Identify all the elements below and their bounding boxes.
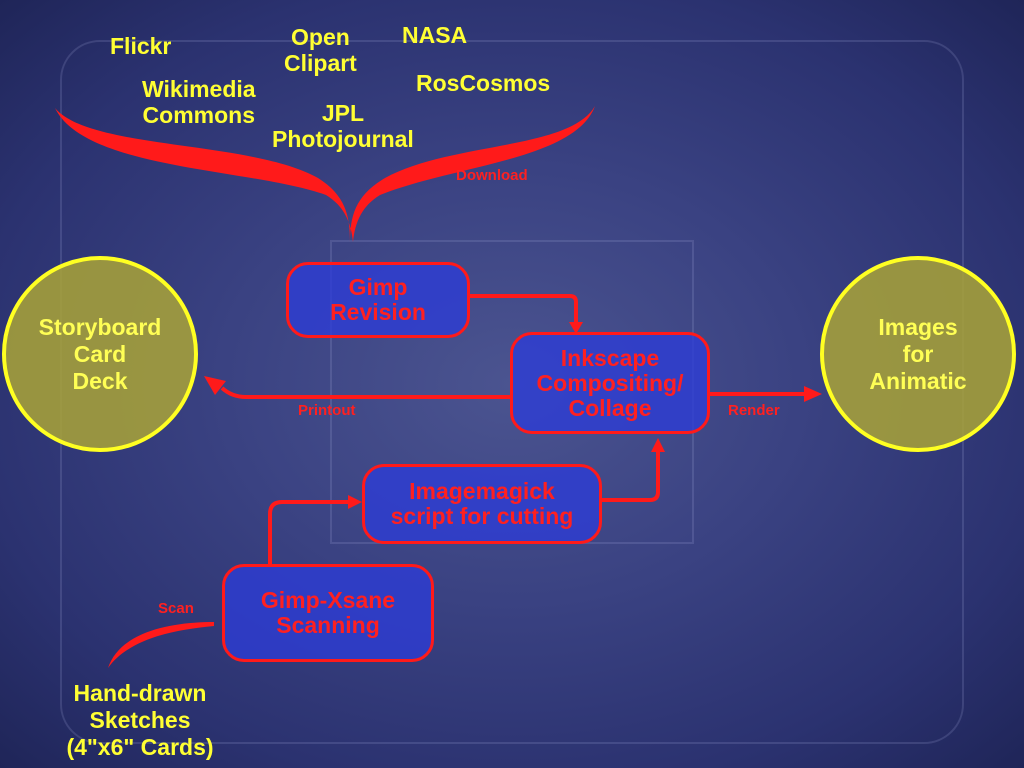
source-wikimedia-commons: Wikimedia Commons — [142, 76, 256, 128]
source-roscosmos: RosCosmos — [416, 70, 551, 96]
process-imagemagick-script: Imagemagick script for cutting — [362, 464, 602, 544]
source-flickr: Flickr — [110, 33, 172, 59]
arrowhead-animatic — [804, 386, 822, 402]
arrow-xsane-to-imagemagick — [268, 500, 350, 564]
endpoint-storyboard-card-deck: Storyboard Card Deck — [2, 256, 198, 452]
source-open-clipart: Open Clipart — [284, 24, 357, 76]
process-gimp-revision: Gimp Revision — [286, 262, 470, 338]
label-render: Render — [728, 402, 780, 419]
process-inkscape-compositing: Inkscape Compositing/ Collage — [510, 332, 710, 434]
label-download: Download — [456, 167, 528, 184]
arrowhead-storyboard — [204, 376, 226, 395]
source-nasa: NASA — [402, 22, 468, 48]
source-jpl-photojournal: JPL Photojournal — [272, 100, 414, 152]
arrow-gimp-to-inkscape — [470, 294, 578, 326]
arrowhead-inkscape-top — [569, 322, 583, 334]
arrowhead-imagemagick — [348, 495, 362, 509]
input-hand-drawn-sketches: Hand-drawn Sketches (4"x6" Cards) — [66, 680, 214, 760]
endpoint-images-for-animatic: Images for Animatic — [820, 256, 1016, 452]
arrowhead-inkscape-bottom — [651, 438, 665, 452]
scan-swoosh — [108, 622, 214, 668]
arrow-imagemagick-to-inkscape — [602, 450, 660, 502]
process-gimp-xsane-scanning: Gimp-Xsane Scanning — [222, 564, 434, 662]
arrow-printout — [220, 386, 510, 399]
label-scan: Scan — [158, 600, 194, 617]
label-printout: Printout — [298, 402, 356, 419]
